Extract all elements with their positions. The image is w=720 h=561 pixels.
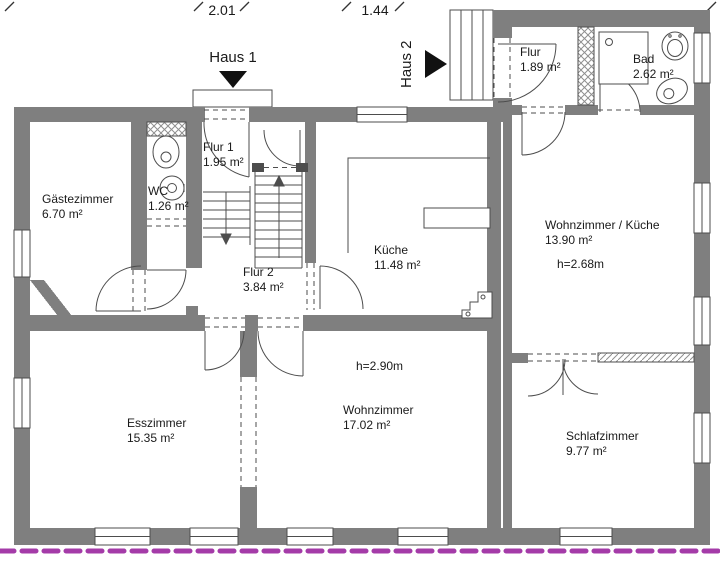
hatched-walls <box>146 26 695 363</box>
kitchen-counter <box>347 157 491 253</box>
windows <box>13 32 711 546</box>
stairs-down-arrow-icon <box>220 233 232 246</box>
room-label-flur2: Flur 2 3.84 m² <box>243 265 284 294</box>
room-label-kueche: Küche 11.48 m² <box>374 243 421 272</box>
door-openings <box>132 38 640 487</box>
room-label-wohnzimmer: Wohnzimmer 17.02 m² <box>343 403 414 432</box>
sink-icon <box>661 31 689 61</box>
haus1-entry-arrow-icon <box>219 71 247 88</box>
haus2-label: Haus 2 <box>398 40 415 88</box>
haus2-entry-arrow-icon <box>425 50 447 78</box>
room-label-gaestezimmer: Gästezimmer 6.70 m² <box>42 192 114 221</box>
stairs-up-arrow-icon <box>273 174 285 187</box>
sink-icon <box>159 175 185 201</box>
room-label-schlafzimmer: Schlafzimmer 9.77 m² <box>566 429 639 458</box>
walls <box>14 10 710 545</box>
fixtures <box>152 31 689 319</box>
room-label-wc: WC 1.26 m² <box>148 184 189 213</box>
dimension-ticks <box>4 1 717 12</box>
toilet-icon <box>152 135 180 169</box>
shower-icon <box>598 31 649 85</box>
haus1-porch <box>192 89 273 108</box>
room-label-bad: Bad 2.62 m² <box>633 52 674 81</box>
room-label-flur-haus2: Flur 1.89 m² <box>520 45 561 74</box>
haus2-entrance-steps <box>449 9 494 101</box>
room-height-wohnkueche: h=2.68m <box>557 257 605 271</box>
room-label-flur1: Flur 1 1.95 m² <box>203 140 244 169</box>
kitchen-corner-unit <box>461 291 493 319</box>
dimension-label: 2.01 <box>208 2 236 18</box>
staircase <box>203 167 303 269</box>
room-height-wohnzimmer: h=2.90m <box>356 359 404 373</box>
room-label-esszimmer: Esszimmer 15.35 m² <box>127 416 187 445</box>
toilet-icon <box>656 77 688 105</box>
dimension-label: 1.44 <box>361 2 389 18</box>
haus1-label: Haus 1 <box>209 49 257 66</box>
room-label-wohnkueche: Wohnzimmer / Küche 13.90 m² <box>545 218 660 247</box>
